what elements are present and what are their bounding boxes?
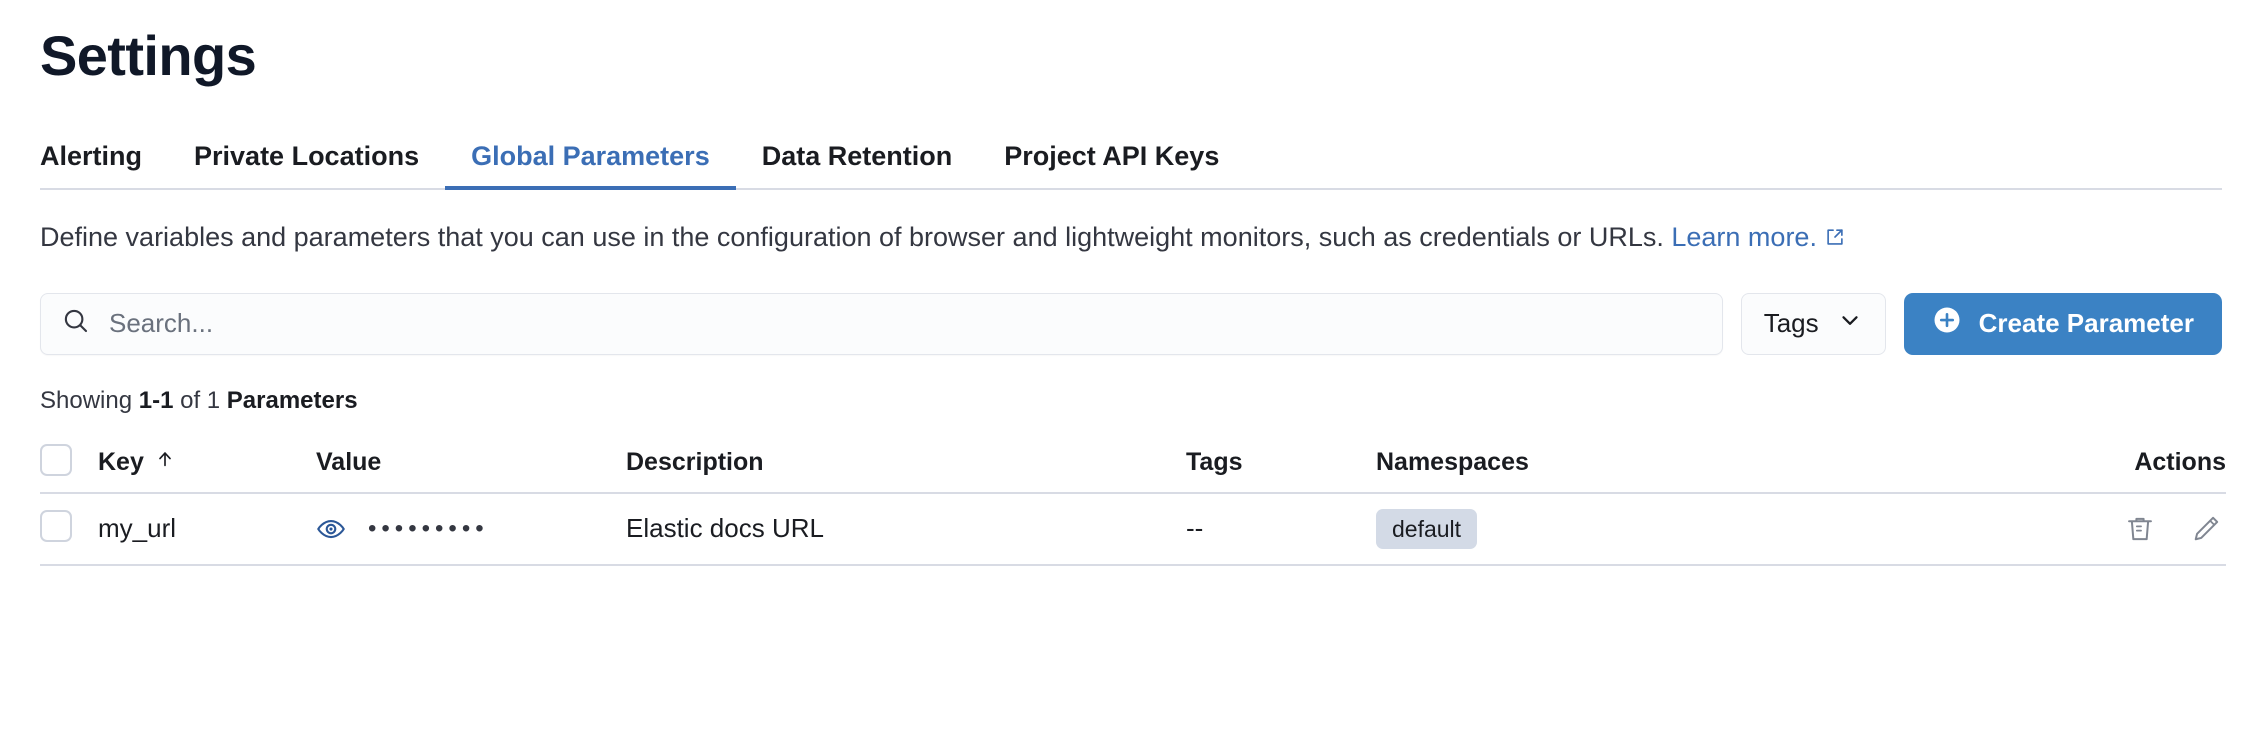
- table-header: Key Value Description Tags: [40, 433, 2226, 493]
- column-actions-label: Actions: [2134, 447, 2226, 476]
- search-icon: [61, 306, 91, 341]
- trash-icon[interactable]: [2124, 513, 2156, 545]
- search-input[interactable]: [109, 308, 1702, 340]
- column-description[interactable]: Description: [626, 433, 1186, 493]
- row-namespaces-cell: default: [1376, 493, 1986, 565]
- column-namespaces[interactable]: Namespaces: [1376, 433, 1986, 493]
- tags-filter-button[interactable]: Tags: [1740, 292, 1886, 355]
- controls-row: Tags Create Parameter: [40, 292, 2222, 355]
- column-value[interactable]: Value: [316, 433, 626, 493]
- row-select-cell: [40, 493, 98, 565]
- eye-icon[interactable]: [316, 514, 346, 544]
- tags-filter-label: Tags: [1763, 308, 1819, 339]
- column-tags-label: Tags: [1186, 447, 1243, 476]
- column-description-label: Description: [626, 447, 764, 476]
- namespace-badge: default: [1376, 508, 1478, 550]
- results-summary: Showing 1-1 of 1 Parameters: [40, 387, 2222, 415]
- row-key-value: my_url: [98, 513, 177, 544]
- create-parameter-button[interactable]: Create Parameter: [1903, 292, 2222, 355]
- row-tags-value: --: [1186, 513, 1204, 544]
- column-key-label: Key: [98, 447, 144, 476]
- tab-private-locations[interactable]: Private Locations: [194, 141, 420, 171]
- tab-data-retention[interactable]: Data Retention: [761, 141, 953, 171]
- plus-circle-icon: [1932, 305, 1962, 342]
- results-middle: of 1: [173, 386, 227, 414]
- row-tags-cell: --: [1186, 493, 1376, 565]
- row-key-cell: my_url: [98, 493, 316, 565]
- arrow-up-icon: [154, 448, 176, 477]
- column-key[interactable]: Key: [98, 433, 316, 493]
- learn-more-link[interactable]: Learn more.: [1671, 222, 1817, 252]
- row-description-cell: Elastic docs URL: [626, 493, 1186, 565]
- page-description: Define variables and parameters that you…: [40, 220, 2222, 257]
- search-box[interactable]: [40, 292, 1723, 355]
- create-parameter-label: Create Parameter: [1978, 308, 2194, 339]
- row-value-cell: •••••••••: [316, 493, 626, 565]
- column-tags[interactable]: Tags: [1186, 433, 1376, 493]
- table-body: my_url •••••••••: [40, 493, 2226, 565]
- table-header-row: Key Value Description Tags: [40, 433, 2226, 493]
- row-checkbox[interactable]: [40, 510, 72, 543]
- page-title: Settings: [40, 24, 257, 87]
- row-value-masked: •••••••••: [368, 514, 489, 542]
- external-link-icon: [1825, 221, 1845, 257]
- pencil-icon[interactable]: [2190, 513, 2222, 545]
- row-description-value: Elastic docs URL: [626, 513, 824, 544]
- tab-project-api-keys[interactable]: Project API Keys: [1004, 141, 1220, 171]
- parameters-table: Key Value Description Tags: [40, 433, 2226, 566]
- settings-tabs: Alerting Private Locations Global Parame…: [40, 128, 2222, 190]
- select-all-header: [40, 433, 98, 493]
- column-value-label: Value: [316, 447, 382, 476]
- table-row[interactable]: my_url •••••••••: [40, 493, 2226, 565]
- row-actions-cell: [1986, 493, 2226, 565]
- chevron-down-icon: [1837, 307, 1863, 340]
- tab-alerting[interactable]: Alerting: [40, 141, 143, 171]
- description-text: Define variables and parameters that you…: [40, 222, 1672, 252]
- column-namespaces-label: Namespaces: [1376, 447, 1529, 476]
- results-range: 1-1: [138, 386, 174, 414]
- results-noun: Parameters: [226, 386, 358, 414]
- results-prefix: Showing: [40, 386, 139, 414]
- tab-global-parameters[interactable]: Global Parameters: [445, 143, 736, 190]
- column-actions: Actions: [1986, 433, 2226, 493]
- select-all-checkbox[interactable]: [40, 443, 72, 476]
